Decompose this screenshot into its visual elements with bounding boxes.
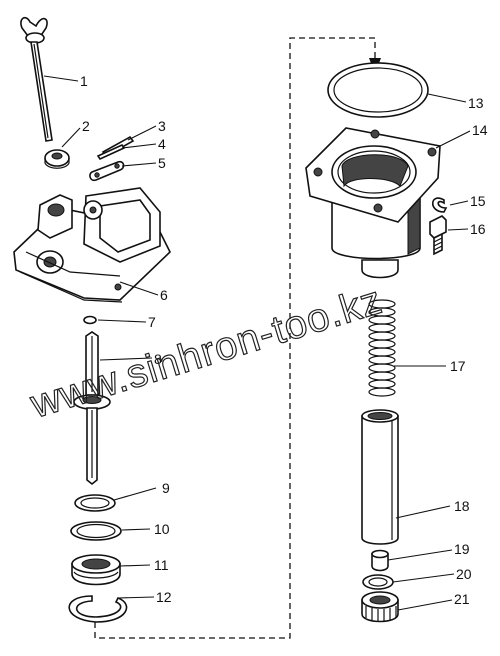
assembly-path	[94, 37, 376, 639]
part-20-washer	[362, 574, 394, 590]
label-part-6: 6	[160, 287, 168, 303]
label-part-19: 19	[454, 541, 470, 557]
label-part-3: 3	[158, 118, 166, 134]
label-part-18: 18	[454, 498, 470, 514]
part-5-key	[89, 160, 125, 182]
label-part-20: 20	[456, 566, 472, 582]
part-11-cup-bushing	[71, 554, 121, 586]
watermark: www.sinhron-too.kz	[25, 278, 388, 427]
label-part-10: 10	[154, 521, 170, 537]
label-part-21: 21	[454, 591, 470, 607]
label-part-14: 14	[472, 122, 488, 138]
label-part-12: 12	[156, 589, 172, 605]
label-part-11: 11	[154, 557, 169, 573]
part-1-wing-rod	[20, 16, 53, 142]
label-part-15: 15	[470, 193, 486, 209]
label-part-7: 7	[148, 314, 156, 330]
leader-lines	[43, 75, 471, 611]
label-part-2: 2	[82, 118, 90, 134]
part-2-bushing	[44, 149, 70, 169]
part-9-washer	[74, 494, 116, 512]
part-19-sleeve	[371, 549, 389, 572]
part-16-bolt	[429, 215, 447, 256]
part-14-cylinder	[305, 127, 441, 279]
part-18-tube	[361, 409, 399, 545]
part-21-plug	[361, 591, 399, 623]
part-10-seal-ring	[70, 521, 122, 541]
part-12-retaining-ring	[68, 595, 128, 623]
label-part-13: 13	[468, 95, 484, 111]
label-part-16: 16	[470, 221, 486, 237]
label-part-8: 8	[154, 351, 162, 367]
part-6-housing	[13, 187, 171, 303]
part-7-ring	[83, 315, 97, 325]
part-13-o-ring	[327, 62, 429, 118]
label-part-9: 9	[162, 480, 170, 496]
part-number-labels: 1 2 3 4 5 6 7 8 9 10 11 12 13 14 15 16 1…	[80, 73, 488, 607]
part-8-stem	[73, 331, 111, 486]
label-part-17: 17	[450, 358, 466, 374]
part-17-spring	[368, 299, 396, 397]
label-part-5: 5	[158, 155, 166, 171]
label-part-4: 4	[158, 136, 166, 152]
label-part-1: 1	[80, 73, 88, 89]
part-15-clip	[431, 197, 448, 213]
